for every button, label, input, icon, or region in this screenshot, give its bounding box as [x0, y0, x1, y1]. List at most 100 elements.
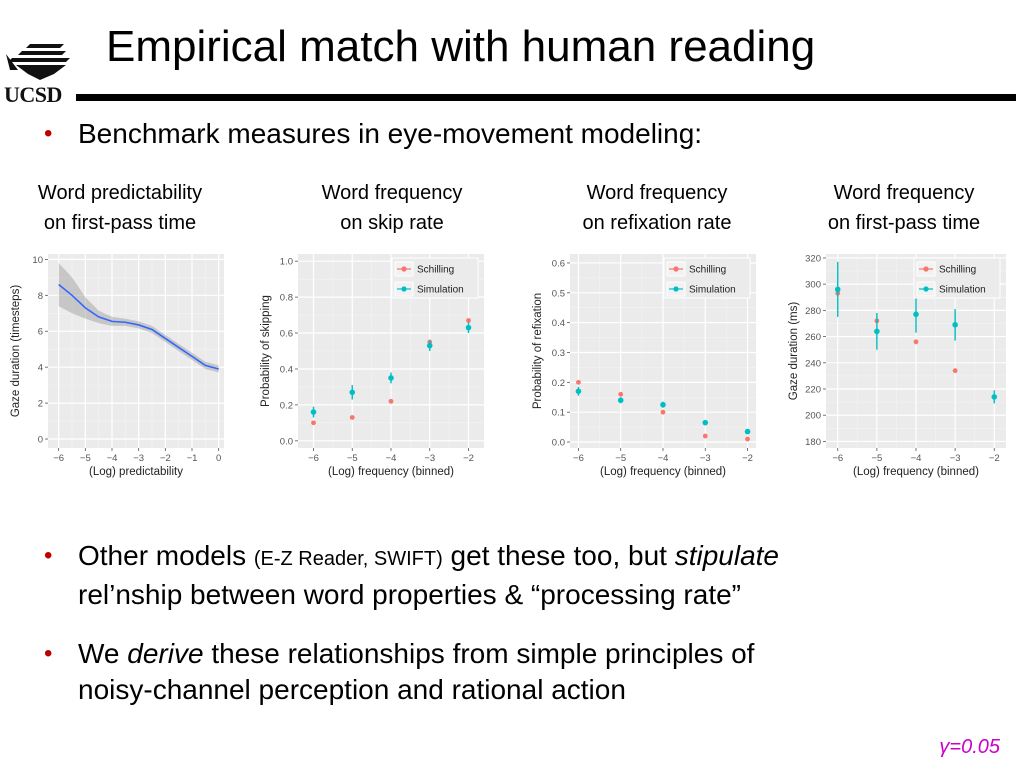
schilling-point — [660, 409, 666, 415]
y-tick-label: 240 — [805, 358, 821, 369]
x-tick-label: −4 — [911, 453, 922, 464]
y-axis-label: Gaze duration (timesteps) — [10, 285, 22, 417]
y-tick-label: 180 — [805, 437, 821, 448]
gamma-parameter: γ=0.05 — [939, 736, 1000, 758]
y-tick-label: 8 — [38, 291, 43, 302]
plot-panel — [48, 254, 224, 448]
plot-heading-line1: Word frequency — [321, 182, 463, 204]
bullet-text: Other models (E-Z Reader, SWIFT) get the… — [78, 538, 779, 613]
legend-key-point — [401, 266, 407, 272]
schilling-point — [913, 339, 919, 345]
y-tick-label: 320 — [805, 253, 821, 264]
simulation-point — [575, 388, 582, 395]
x-tick-label: −3 — [133, 453, 144, 464]
y-tick-label: 0.8 — [280, 293, 293, 304]
simulation-point — [310, 409, 317, 415]
schilling-point — [349, 415, 355, 420]
bullet-text-emphasis: stipulate — [674, 540, 780, 571]
y-tick-label: 200 — [805, 411, 821, 422]
x-tick-label: −2 — [463, 453, 474, 464]
y-tick-label: 0.6 — [552, 258, 565, 269]
schilling-point — [702, 433, 708, 439]
bullet-text-part: noisy-channel perception and rational ac… — [78, 674, 626, 705]
y-axis-label: Probability of skipping — [260, 295, 272, 407]
bullet-text-part: We — [78, 638, 128, 669]
schilling-point — [311, 420, 316, 426]
y-tick-label: 0.4 — [280, 364, 293, 375]
x-tick-label: −5 — [347, 453, 358, 464]
x-axis-label: (Log) frequency (binned) — [600, 466, 726, 478]
bullet-dot: • — [44, 120, 53, 147]
legend-label: Simulation — [689, 285, 736, 296]
x-tick-label: −6 — [308, 453, 319, 464]
x-axis-label: (Log) frequency (binned) — [328, 466, 454, 478]
plot-heading-line2: on refixation rate — [582, 212, 732, 234]
bullet-text-part: rel’nship between word properties & “pro… — [78, 579, 741, 610]
simulation-point — [617, 397, 624, 404]
bullet-text-part: Other models — [78, 540, 254, 571]
x-tick-label: −5 — [871, 453, 882, 464]
y-tick-label: 0.2 — [280, 400, 293, 411]
x-tick-label: −3 — [700, 453, 711, 464]
chart-svg-first-pass-time: 180200220240260280300320−6−5−4−3−2(Log) … — [788, 253, 1006, 478]
schilling-point — [952, 368, 958, 374]
x-tick-label: −3 — [950, 453, 961, 464]
x-axis-label: (Log) predictability — [89, 466, 183, 478]
schilling-point — [466, 318, 471, 323]
plot-heading-skip: Word frequency on skip rate — [272, 178, 512, 238]
legend-key-point — [923, 286, 929, 292]
legend-label: Schilling — [689, 265, 726, 276]
x-tick-label: −6 — [832, 453, 843, 464]
x-tick-label: −1 — [187, 453, 198, 464]
legend-label: Simulation — [417, 285, 464, 296]
schilling-point — [388, 398, 394, 404]
schilling-point — [745, 436, 750, 442]
x-tick-label: −6 — [573, 453, 584, 464]
y-tick-label: 0.4 — [552, 318, 565, 329]
simulation-point — [349, 389, 356, 396]
triton-logo-icon — [6, 44, 70, 80]
smooth-line — [58, 283, 219, 370]
bullet-text-part: these relationships from simple principl… — [203, 638, 755, 669]
bullet-text-emphasis: derive — [127, 638, 204, 669]
bullet-text-part: get these too, but — [442, 540, 675, 571]
simulation-point — [834, 286, 841, 293]
plot-heading-predictability: Word predictability on first-pass time — [0, 178, 240, 238]
y-tick-label: 4 — [38, 363, 43, 374]
y-tick-label: 280 — [805, 306, 821, 317]
y-axis-label: Gaze duration (ms) — [788, 302, 800, 401]
simulation-point — [952, 321, 958, 328]
plot-heading-line1: Word predictability — [37, 182, 203, 204]
bullet-dot: • — [44, 542, 53, 569]
y-tick-label: 0.0 — [552, 438, 565, 449]
y-tick-label: 260 — [805, 332, 821, 343]
plot-heading-line1: Word frequency — [586, 182, 728, 204]
ucsd-logo — [4, 40, 80, 106]
simulation-point — [874, 328, 880, 335]
y-tick-label: 0.5 — [552, 288, 565, 299]
y-axis-label: Probability of refixation — [532, 293, 544, 409]
y-tick-label: 1.0 — [280, 257, 293, 268]
plot-heading-line1: Word frequency — [833, 182, 975, 204]
x-tick-label: −3 — [424, 453, 435, 464]
x-tick-label: −4 — [658, 453, 669, 464]
bullet-dot: • — [44, 640, 53, 667]
legend-label: Schilling — [939, 265, 976, 276]
simulation-point — [388, 375, 394, 381]
x-tick-label: −5 — [80, 453, 91, 464]
x-tick-label: −4 — [107, 453, 118, 464]
confidence-band — [58, 262, 219, 373]
y-tick-label: 0.3 — [552, 348, 565, 359]
chart-svg-refixation-rate: 0.00.10.20.30.40.50.6−6−5−4−3−2(Log) fre… — [532, 254, 756, 478]
simulation-point — [744, 428, 751, 435]
x-axis-label: (Log) frequency (binned) — [853, 466, 979, 478]
bullet-text: We derive these relationships from simpl… — [78, 636, 754, 708]
y-tick-label: 300 — [805, 280, 821, 291]
y-tick-label: 10 — [32, 255, 43, 266]
schilling-point — [576, 379, 581, 385]
simulation-point — [660, 401, 666, 408]
simulation-point — [991, 394, 998, 400]
